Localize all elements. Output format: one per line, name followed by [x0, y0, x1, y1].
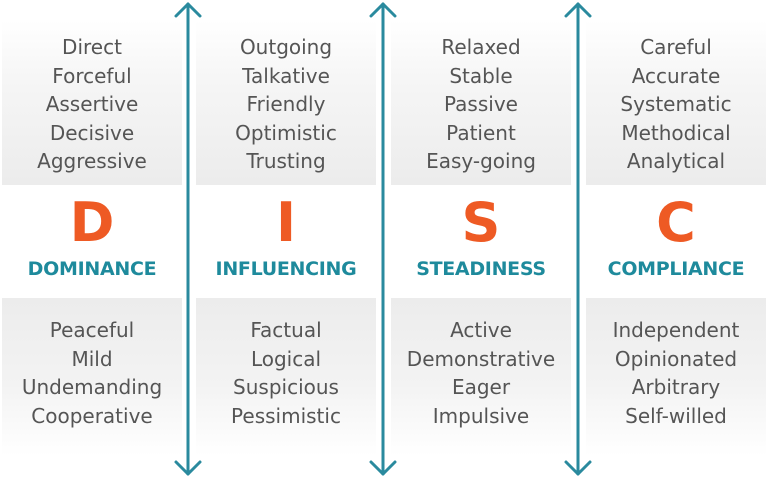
trait-item: Self-willed — [625, 403, 727, 428]
column-steadiness: Relaxed Stable Passive Patient Easy-goin… — [391, 0, 571, 479]
trait-item: Undemanding — [21, 375, 163, 399]
trait-item: Accurate — [631, 63, 721, 88]
high-traits-panel — [586, 20, 766, 185]
trait-item: Outgoing — [239, 35, 333, 59]
trait-item: Methodical — [621, 120, 731, 145]
trait-item: Demonstrative — [406, 346, 556, 371]
trait-item: Aggressive — [37, 149, 147, 173]
low-traits-panel — [196, 298, 376, 456]
trait-item: Easy-going — [426, 149, 536, 173]
trait-item: Logical — [250, 346, 322, 371]
disc-letter: C — [656, 191, 696, 254]
trait-item: Suspicious — [233, 375, 339, 399]
disc-letter: D — [69, 191, 115, 254]
trait-item: Systematic — [620, 92, 732, 116]
disc-label: INFLUENCING — [215, 258, 357, 280]
disc-label: STEADINESS — [416, 258, 546, 280]
trait-item: Mild — [71, 346, 113, 371]
trait-item: Opinionated — [614, 346, 738, 371]
trait-item: Passive — [444, 92, 518, 116]
low-traits-list: Active Demonstrative Eager Impulsive — [391, 316, 571, 430]
trait-item: Friendly — [246, 92, 326, 116]
trait-item: Assertive — [45, 92, 139, 116]
column-compliance: Careful Accurate Systematic Methodical A… — [586, 0, 766, 479]
low-traits-list: Factual Logical Suspicious Pessimistic — [196, 316, 376, 430]
trait-item: Impulsive — [432, 403, 530, 428]
high-traits-panel — [2, 20, 182, 185]
disc-label: COMPLIANCE — [607, 258, 745, 280]
double-headed-vertical-arrow-icon — [369, 2, 397, 476]
trait-item: Careful — [640, 35, 712, 59]
trait-item: Optimistic — [235, 120, 337, 145]
low-traits-list: Peaceful Mild Undemanding Cooperative — [2, 316, 182, 430]
trait-item: Forceful — [52, 63, 132, 88]
trait-item: Pessimistic — [231, 403, 341, 428]
trait-item: Eager — [451, 375, 511, 399]
trait-item: Direct — [62, 35, 122, 59]
trait-item: Relaxed — [441, 35, 521, 59]
low-traits-list: Independent Opinionated Arbitrary Self-w… — [586, 316, 766, 430]
trait-item: Arbitrary — [631, 375, 721, 399]
high-traits-list: Careful Accurate Systematic Methodical A… — [586, 33, 766, 176]
trait-item: Independent — [612, 318, 740, 342]
low-traits-panel — [2, 298, 182, 456]
disc-letter: S — [461, 191, 501, 254]
trait-item: Factual — [250, 318, 322, 342]
trait-item: Stable — [449, 63, 513, 88]
double-headed-vertical-arrow-icon — [564, 2, 592, 476]
column-dominance: Direct Forceful Assertive Decisive Aggre… — [2, 0, 182, 479]
disc-label: DOMINANCE — [27, 258, 157, 280]
high-traits-list: Outgoing Talkative Friendly Optimistic T… — [196, 33, 376, 176]
trait-item: Peaceful — [49, 318, 135, 342]
trait-item: Patient — [446, 120, 516, 145]
high-traits-panel — [391, 20, 571, 185]
column-influencing: Outgoing Talkative Friendly Optimistic T… — [196, 0, 376, 479]
low-traits-panel — [391, 298, 571, 456]
double-headed-vertical-arrow-icon — [174, 2, 202, 476]
high-traits-list: Relaxed Stable Passive Patient Easy-goin… — [391, 33, 571, 176]
trait-item: Analytical — [626, 149, 726, 173]
trait-item: Cooperative — [31, 403, 153, 428]
high-traits-panel — [196, 20, 376, 185]
disc-letter: I — [275, 191, 297, 254]
trait-item: Talkative — [242, 63, 330, 88]
trait-item: Decisive — [49, 120, 135, 145]
low-traits-panel — [586, 298, 766, 456]
trait-item: Active — [450, 318, 512, 342]
high-traits-list: Direct Forceful Assertive Decisive Aggre… — [2, 33, 182, 176]
trait-item: Trusting — [246, 149, 326, 173]
